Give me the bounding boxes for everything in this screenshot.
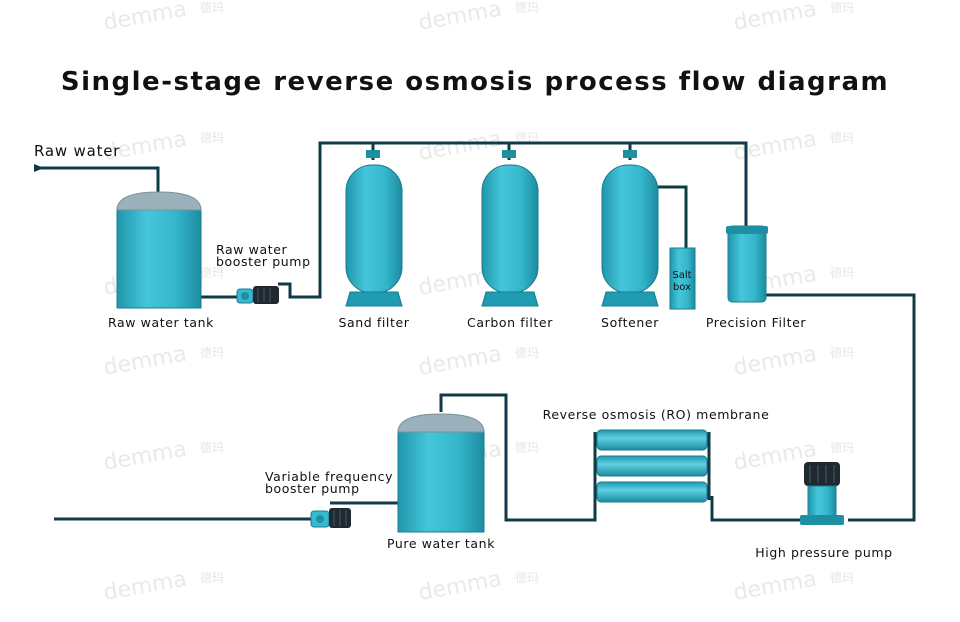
pure-water-tank <box>397 413 485 533</box>
sand-filter-vessel <box>345 150 403 307</box>
ro-membrane-tube <box>596 455 708 477</box>
high-pressure-pump <box>800 462 844 525</box>
svg-text:demma: demma <box>102 342 189 381</box>
ro-membrane-tube <box>596 481 708 503</box>
top-manifold-pipe <box>278 141 748 299</box>
watermark: demma 德玛 <box>102 437 224 476</box>
watermark: demma 德玛 <box>102 342 224 381</box>
svg-text:demma: demma <box>102 0 189 36</box>
diagram-title: Single-stage reverse osmosis process flo… <box>61 67 889 97</box>
svg-text:德玛: 德玛 <box>830 440 854 455</box>
svg-text:demma: demma <box>417 342 504 381</box>
svg-text:德玛: 德玛 <box>515 570 539 585</box>
salt-box: Salt box <box>669 247 696 310</box>
precision-filter-label: Precision Filter <box>706 315 807 330</box>
sand-filter-label: Sand filter <box>338 315 409 330</box>
vf-pump-label-line1: Variable frequency <box>265 469 393 484</box>
pump-to-ro-pipe <box>710 496 800 522</box>
svg-text:德玛: 德玛 <box>200 130 224 145</box>
variable-frequency-booster-pump <box>310 508 351 528</box>
svg-text:demma: demma <box>732 567 819 606</box>
salt-box-label-line1: Salt <box>672 270 691 281</box>
watermark: demma 德玛 <box>732 0 854 36</box>
pure-water-tank-label: Pure water tank <box>387 536 495 551</box>
booster-pump-label-line1: Raw water <box>216 242 288 257</box>
watermark: demma 德玛 <box>417 342 539 381</box>
watermark: demma 德玛 <box>732 567 854 606</box>
svg-text:demma: demma <box>417 127 504 166</box>
salt-box-label-line2: box <box>673 282 691 293</box>
watermark: demma 德玛 <box>417 567 539 606</box>
svg-text:德玛: 德玛 <box>830 0 854 15</box>
ro-to-tank-pipe <box>439 393 597 522</box>
svg-text:demma: demma <box>417 0 504 36</box>
svg-text:德玛: 德玛 <box>830 265 854 280</box>
precision-filter-vessel <box>726 225 768 303</box>
carbon-filter-label: Carbon filter <box>467 315 553 330</box>
svg-text:demma: demma <box>732 0 819 36</box>
raw-water-tank <box>116 191 202 309</box>
svg-text:德玛: 德玛 <box>515 440 539 455</box>
svg-text:德玛: 德玛 <box>830 345 854 360</box>
vf-pump-label-line2: booster pump <box>265 481 360 496</box>
watermark: demma 德玛 <box>417 127 539 166</box>
watermark: demma 德玛 <box>732 342 854 381</box>
booster-pump-label-line2: booster pump <box>216 254 311 269</box>
svg-text:德玛: 德玛 <box>200 345 224 360</box>
watermark: demma 德玛 <box>417 0 539 36</box>
raw-water-booster-pump <box>236 286 279 304</box>
ro-membrane-tube <box>596 429 708 451</box>
raw-water-tank-label: Raw water tank <box>108 315 214 330</box>
raw-water-inlet-pipe <box>34 166 160 192</box>
svg-text:demma: demma <box>102 567 189 606</box>
ro-membrane-array <box>593 429 711 503</box>
salt-box-pipe <box>657 185 688 248</box>
pipe-network <box>34 141 916 522</box>
watermark: demma 德玛 <box>102 567 224 606</box>
svg-text:demma: demma <box>102 437 189 476</box>
svg-text:德玛: 德玛 <box>830 130 854 145</box>
ro-membrane-label: Reverse osmosis (RO) membrane <box>543 407 770 422</box>
svg-text:demma: demma <box>417 567 504 606</box>
precision-to-pump-pipe <box>766 293 916 522</box>
carbon-filter-vessel <box>481 150 539 307</box>
softener-label: Softener <box>601 315 659 330</box>
svg-text:德玛: 德玛 <box>200 440 224 455</box>
svg-text:德玛: 德玛 <box>515 0 539 15</box>
softener-vessel <box>601 150 659 307</box>
svg-text:德玛: 德玛 <box>830 570 854 585</box>
svg-text:德玛: 德玛 <box>515 345 539 360</box>
inlet-arrow-icon <box>34 164 44 172</box>
watermark: demma 德玛 <box>102 0 224 36</box>
high-pressure-pump-label: High pressure pump <box>755 545 892 560</box>
svg-text:德玛: 德玛 <box>200 0 224 15</box>
svg-text:德玛: 德玛 <box>200 265 224 280</box>
svg-text:德玛: 德玛 <box>200 570 224 585</box>
raw-water-label: Raw water <box>34 142 120 160</box>
svg-text:demma: demma <box>732 342 819 381</box>
svg-text:德玛: 德玛 <box>515 130 539 145</box>
